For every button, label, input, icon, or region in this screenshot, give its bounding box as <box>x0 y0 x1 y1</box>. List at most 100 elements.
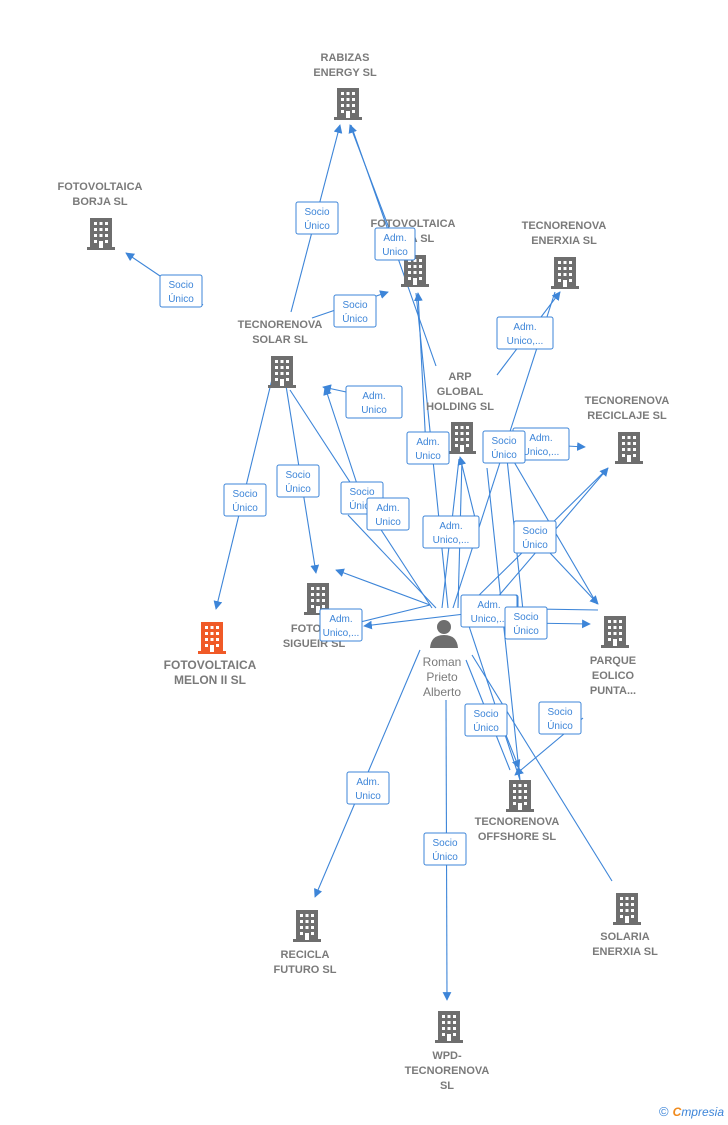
person-name-line: Roman <box>423 655 462 669</box>
company-building-icon[interactable] <box>551 257 579 289</box>
relation-label-text: Adm.Unico <box>355 777 381 802</box>
company-building-icon[interactable] <box>506 780 534 812</box>
relation-label-text: Adm.Unico <box>375 503 401 528</box>
company-building-icon[interactable] <box>87 218 115 250</box>
company-building-icon[interactable] <box>268 356 296 388</box>
relation-arrow <box>348 124 396 245</box>
company-name-line: TECNORENOVA <box>585 395 670 407</box>
brand-logo-text: mpresia <box>681 1105 724 1119</box>
highlighted-company-building-icon[interactable] <box>198 622 226 654</box>
company-name-line: FUTURO SL <box>274 964 337 976</box>
company-building-icon[interactable] <box>448 422 476 454</box>
relation-label-text: Adm.Unico,... <box>523 433 560 458</box>
company-name-line: PARQUE <box>590 655 636 667</box>
relation-arrow <box>323 386 358 485</box>
copyright-icon: © <box>659 1104 669 1119</box>
relation-label-text: Adm.Unico,... <box>507 322 544 347</box>
company-name-solaria[interactable]: SOLARIA ENERXIA SL <box>592 931 658 958</box>
relation-label-box[interactable]: Adm.Unico <box>345 385 403 419</box>
relation-label-box[interactable]: Adm.Unico <box>374 227 416 261</box>
company-name-line: FOTOVOLTAICA <box>371 218 456 230</box>
company-building-icon[interactable] <box>334 88 362 120</box>
company-name-line: RECICLAJE SL <box>587 410 667 422</box>
company-name-line: SL <box>440 1080 454 1092</box>
company-name-line: SOLAR SL <box>252 334 308 346</box>
brand-logo-initial: C <box>672 1105 682 1119</box>
company-name-line: ENERXIA SL <box>531 235 597 247</box>
company-building-icon[interactable] <box>293 910 321 942</box>
company-name-line: FOTOVOLTAICA <box>58 181 143 193</box>
relation-label-text: Adm.Unico,... <box>433 521 470 546</box>
company-name-line: EOLICO <box>592 670 635 682</box>
company-name-enerxia[interactable]: TECNORENOVA ENERXIA SL <box>522 220 607 247</box>
relation-label-box[interactable]: Adm.Unico <box>366 497 410 531</box>
company-name-reciclaje[interactable]: TECNORENOVA RECICLAJE SL <box>585 395 670 422</box>
relation-label-box[interactable]: Adm.Unico,... <box>460 594 518 628</box>
relation-arrow <box>414 292 427 449</box>
relation-label-box[interactable]: Adm.Unico,... <box>422 515 480 549</box>
relation-label-box[interactable]: Adm.Unico <box>406 431 450 465</box>
company-name-line: MELON II SL <box>174 673 246 687</box>
company-name-arp[interactable]: ARP GLOBAL HOLDING SL <box>426 371 494 413</box>
company-name-line: HOLDING SL <box>426 401 494 413</box>
person-name-line: Alberto <box>423 685 461 699</box>
relation-label-box[interactable]: Adm.Unico,... <box>496 316 554 350</box>
company-name-line: ENERGY SL <box>313 67 377 79</box>
company-building-icon[interactable] <box>613 893 641 925</box>
company-name-line: ARP <box>448 371 471 383</box>
relation-arrow <box>335 568 431 606</box>
person-icon[interactable] <box>430 620 458 648</box>
company-name-line: TECNORENOVA <box>475 816 560 828</box>
relation-label-text: Adm.Unico <box>415 437 441 462</box>
connector-line <box>471 654 613 882</box>
company-building-icon[interactable] <box>435 1011 463 1043</box>
relation-label-box[interactable]: Adm.Unico <box>346 771 390 805</box>
company-name-solar[interactable]: TECNORENOVA SOLAR SL <box>238 319 323 346</box>
company-name-line: GLOBAL <box>437 386 484 398</box>
person-name-line: Prieto <box>426 670 458 684</box>
relation-label-box[interactable]: Adm.Unico,... <box>319 608 363 642</box>
company-name-line: SOLARIA <box>600 931 650 943</box>
company-name-parque[interactable]: PARQUE EOLICO PUNTA... <box>590 655 636 697</box>
company-name-line: PUNTA... <box>590 685 636 697</box>
brand-footer: ©Cmpresia <box>659 1104 724 1119</box>
company-building-icon[interactable] <box>601 616 629 648</box>
company-name-line: TECNORENOVA <box>238 319 323 331</box>
company-name-line: ENERXIA SL <box>592 946 658 958</box>
company-name-line: TECNORENOVA <box>522 220 607 232</box>
company-name-line: RABIZAS <box>321 52 370 64</box>
relation-label-text: Adm.Unico <box>382 233 408 258</box>
company-building-icon[interactable] <box>615 432 643 464</box>
company-name-rabizas[interactable]: RABIZAS ENERGY SL <box>313 52 377 79</box>
relation-label-text: Adm.Unico,... <box>471 600 508 625</box>
relation-label-text: Adm.Unico <box>361 391 387 416</box>
